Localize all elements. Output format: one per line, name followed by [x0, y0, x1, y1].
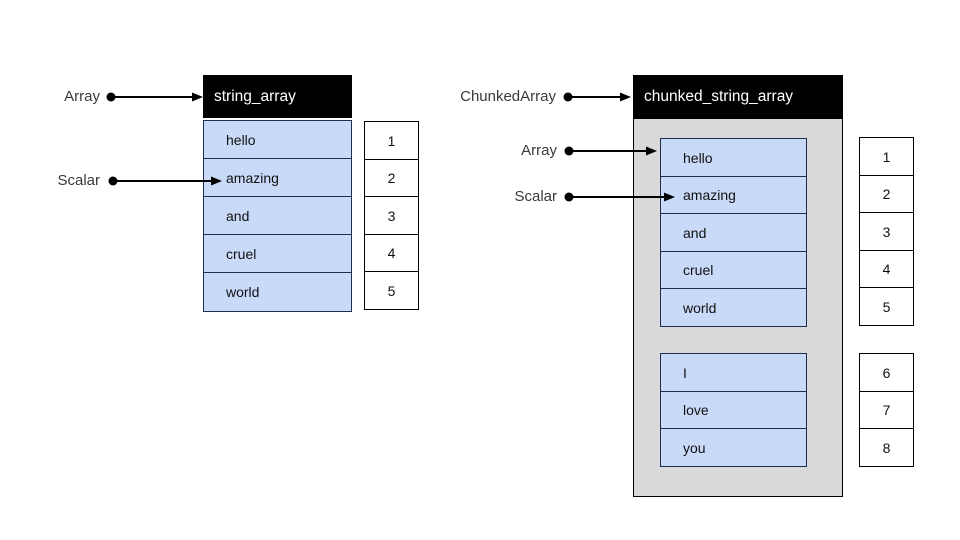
array-cell: hello [660, 138, 807, 177]
array-cell: cruel [203, 234, 352, 274]
array-cell: cruel [660, 250, 807, 290]
index-cell: 6 [859, 353, 914, 392]
arrow-chunkedarray-to-header [563, 92, 631, 102]
index-cell: 3 [859, 212, 914, 251]
array-cell: world [203, 272, 352, 312]
index-cell: 4 [364, 233, 419, 273]
chunk-2-cells: I love you [660, 353, 807, 467]
string-array-cells: hello amazing and cruel world [203, 120, 352, 312]
arrow-scalar-to-amazing [108, 176, 222, 186]
index-cell: 5 [859, 287, 914, 326]
array-cell: world [660, 288, 807, 327]
label-scalar-right: Scalar [514, 188, 557, 205]
array-cell: amazing [203, 158, 352, 198]
arrow-array-to-string-array [106, 92, 203, 102]
chunk-2-indices: 6 7 8 [859, 353, 914, 467]
array-cell: I [660, 353, 807, 392]
index-cell: 4 [859, 249, 914, 289]
array-cell: you [660, 428, 807, 467]
array-cell: hello [203, 120, 352, 160]
chunk-1-cells: hello amazing and cruel world [660, 138, 807, 327]
array-cell: and [203, 196, 352, 236]
index-cell: 2 [364, 158, 419, 198]
label-scalar-left: Scalar [57, 172, 100, 189]
index-cell: 2 [859, 174, 914, 214]
index-cell: 5 [364, 271, 419, 310]
index-cell: 1 [364, 121, 419, 160]
array-cell: and [660, 213, 807, 252]
index-cell: 7 [859, 390, 914, 430]
chunk-1-indices: 1 2 3 4 5 [859, 137, 914, 326]
label-chunked-array: ChunkedArray [460, 88, 556, 105]
string-array-indices: 1 2 3 4 5 [364, 121, 419, 310]
label-array-left: Array [64, 88, 100, 105]
array-cell: love [660, 390, 807, 430]
array-cell: amazing [660, 175, 807, 215]
label-array-right: Array [521, 142, 557, 159]
chunked-string-array-header: chunked_string_array [633, 75, 843, 118]
index-cell: 8 [859, 428, 914, 467]
index-cell: 3 [364, 196, 419, 235]
string-array-header: string_array [203, 75, 352, 118]
index-cell: 1 [859, 137, 914, 176]
